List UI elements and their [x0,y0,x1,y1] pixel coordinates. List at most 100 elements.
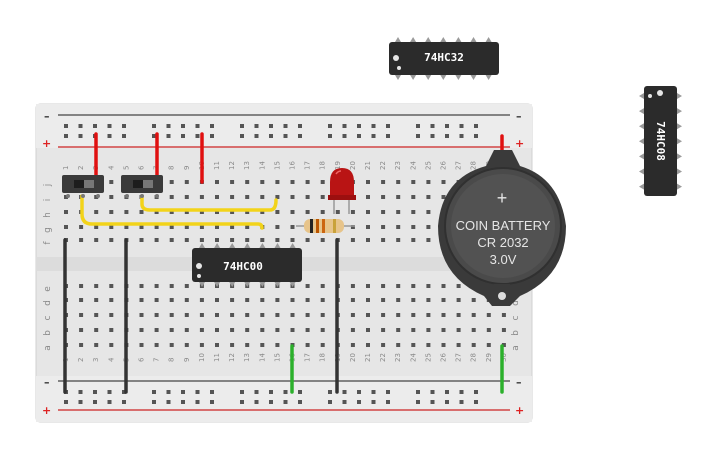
breadboard-hole[interactable] [240,124,244,128]
breadboard-hole[interactable] [275,238,280,242]
breadboard-hole[interactable] [366,225,370,229]
breadboard-hole[interactable] [107,124,112,128]
breadboard-hole[interactable] [93,400,97,404]
breadboard-hole[interactable] [366,210,370,214]
breadboard-hole[interactable] [240,134,244,138]
breadboard-hole[interactable] [426,195,431,199]
breadboard-hole[interactable] [184,180,189,184]
breadboard-hole[interactable] [396,284,401,288]
breadboard-hole[interactable] [350,284,355,288]
breadboard-hole[interactable] [260,195,265,199]
breadboard-hole[interactable] [269,400,273,404]
breadboard-hole[interactable] [290,210,295,214]
breadboard-hole[interactable] [245,328,250,332]
breadboard-hole[interactable] [230,180,235,184]
breadboard-hole[interactable] [357,390,361,394]
breadboard-hole[interactable] [94,225,99,229]
breadboard-hole[interactable] [320,238,325,242]
breadboard-hole[interactable] [320,328,325,332]
breadboard-hole[interactable] [240,390,244,394]
breadboard-hole[interactable] [290,180,295,184]
breadboard-hole[interactable] [320,284,325,288]
breadboard-hole[interactable] [366,343,370,347]
breadboard-hole[interactable] [371,400,376,404]
breadboard-hole[interactable] [386,390,390,394]
breadboard-hole[interactable] [350,328,355,332]
breadboard-hole[interactable] [169,180,174,184]
breadboard-hole[interactable] [260,313,265,317]
breadboard-hole[interactable] [441,180,446,184]
breadboard-hole[interactable] [342,400,347,404]
breadboard-hole[interactable] [441,195,446,199]
breadboard-hole[interactable] [169,238,174,242]
breadboard-hole[interactable] [94,343,99,347]
breadboard-hole[interactable] [371,124,376,128]
breadboard-hole[interactable] [328,134,332,138]
breadboard-hole[interactable] [260,328,265,332]
breadboard-hole[interactable] [230,238,235,242]
breadboard-hole[interactable] [254,124,259,128]
breadboard-hole[interactable] [350,210,355,214]
breadboard-hole[interactable] [109,210,114,214]
breadboard-hole[interactable] [152,134,156,138]
breadboard-hole[interactable] [79,298,84,302]
breadboard-hole[interactable] [107,134,112,138]
breadboard-hole[interactable] [357,400,361,404]
breadboard-hole[interactable] [381,328,386,332]
breadboard-hole[interactable] [366,298,370,302]
breadboard-hole[interactable] [184,328,189,332]
breadboard-hole[interactable] [139,284,144,288]
breadboard-hole[interactable] [275,225,280,229]
breadboard-hole[interactable] [199,195,204,199]
breadboard-hole[interactable] [416,134,420,138]
breadboard-hole[interactable] [230,225,235,229]
breadboard-hole[interactable] [320,343,325,347]
breadboard-hole[interactable] [486,328,491,332]
chip-74hc08[interactable]: 74HC08 [639,86,682,196]
breadboard-hole[interactable] [386,124,390,128]
breadboard-hole[interactable] [169,343,174,347]
breadboard-hole[interactable] [328,124,332,128]
breadboard-hole[interactable] [456,313,461,317]
breadboard-hole[interactable] [124,225,129,229]
breadboard-hole[interactable] [441,313,446,317]
breadboard-hole[interactable] [275,180,280,184]
breadboard-hole[interactable] [366,238,370,242]
breadboard-hole[interactable] [381,210,386,214]
breadboard-hole[interactable] [471,298,476,302]
breadboard-hole[interactable] [245,298,250,302]
breadboard-hole[interactable] [79,313,84,317]
breadboard-hole[interactable] [396,328,401,332]
breadboard-hole[interactable] [64,124,68,128]
breadboard-hole[interactable] [486,343,491,347]
breadboard-hole[interactable] [122,124,126,128]
breadboard-hole[interactable] [230,195,235,199]
breadboard-hole[interactable] [169,298,174,302]
breadboard-hole[interactable] [230,210,235,214]
breadboard-hole[interactable] [184,313,189,317]
breadboard-hole[interactable] [305,328,310,332]
breadboard-hole[interactable] [426,284,431,288]
chip-74hc00[interactable]: 74HC00 [192,243,302,287]
breadboard-hole[interactable] [94,238,99,242]
breadboard-hole[interactable] [199,313,204,317]
breadboard-hole[interactable] [305,195,310,199]
breadboard-hole[interactable] [290,238,295,242]
breadboard-hole[interactable] [381,343,386,347]
breadboard-hole[interactable] [283,124,288,128]
breadboard-hole[interactable] [184,210,189,214]
breadboard-hole[interactable] [396,298,401,302]
breadboard-hole[interactable] [199,225,204,229]
wire-yellow-1[interactable] [80,194,264,230]
breadboard-hole[interactable] [459,124,464,128]
breadboard-hole[interactable] [260,238,265,242]
breadboard-hole[interactable] [195,134,200,138]
breadboard-hole[interactable] [445,400,449,404]
breadboard-hole[interactable] [64,225,68,229]
breadboard-hole[interactable] [426,225,431,229]
breadboard-hole[interactable] [471,313,476,317]
breadboard-hole[interactable] [445,124,449,128]
breadboard-hole[interactable] [122,390,126,394]
breadboard-hole[interactable] [215,195,219,199]
breadboard-hole[interactable] [199,298,204,302]
